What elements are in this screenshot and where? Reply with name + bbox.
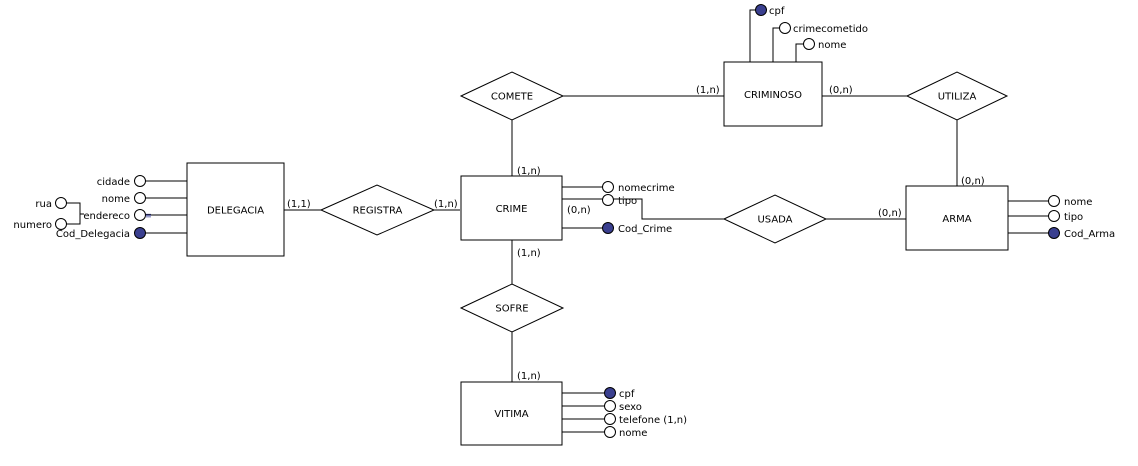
entity-delegacia-label: DELEGACIA [207, 206, 264, 217]
attribute-label-nome-vitima: nome [619, 428, 647, 439]
entity-arma-label: ARMA [942, 214, 971, 225]
entity-arma-box[interactable] [905, 185, 1009, 251]
attribute-circle-rua[interactable] [55, 197, 67, 209]
attribute-label-numero: numero [13, 220, 52, 231]
attribute-label-telefone: telefone (1,n) [619, 415, 687, 426]
relationship-utiliza-label: UTILIZA [938, 92, 977, 103]
attribute-circle-crimecometido[interactable] [779, 22, 791, 34]
attribute-circle-nome-arma[interactable] [1048, 195, 1060, 207]
attribute-key-cod-delegacia[interactable] [134, 227, 146, 239]
attribute-label-sexo: sexo [619, 402, 642, 413]
line-attr-crimecometido [772, 27, 780, 62]
entity-crime-box[interactable] [460, 175, 563, 241]
entity-criminoso[interactable]: CRIMINOSO [723, 61, 823, 127]
cardinality-crime-comete: (1,n) [517, 166, 541, 177]
cardinality-vitima-sofre: (1,n) [517, 371, 541, 382]
attribute-circle-telefone[interactable] [604, 413, 616, 425]
entity-criminoso-label: CRIMINOSO [744, 90, 802, 101]
attribute-label-nome-arma: nome [1064, 197, 1092, 208]
entity-crime[interactable]: CRIME [460, 175, 563, 241]
attribute-circle-tipo-arma[interactable] [1048, 210, 1060, 222]
attribute-circle-endereco[interactable] [134, 209, 146, 221]
entity-delegacia-box[interactable] [186, 162, 285, 257]
attribute-label-cod-crime: Cod_Crime [618, 224, 672, 235]
attribute-label-cpf-criminoso: cpf [769, 6, 785, 17]
cardinality-arma-utiliza: (0,n) [961, 176, 985, 187]
relationship-utiliza[interactable]: UTILIZA [905, 71, 1009, 121]
attribute-label-cod-delegacia: Cod_Delegacia [56, 229, 130, 240]
relationship-comete-diamond[interactable] [459, 71, 565, 121]
attribute-circle-numero[interactable] [55, 218, 67, 230]
attribute-label-rua: rua [35, 199, 52, 210]
cardinality-crime-sofre: (1,n) [517, 248, 541, 259]
entity-delegacia[interactable]: DELEGACIA [186, 162, 285, 257]
relationship-registra-label: REGISTRA [353, 206, 403, 217]
attributes-crime: nomecrime tipo Cod_Crime [602, 181, 675, 235]
attributes-vitima: cpf sexo telefone (1,n) nome [604, 387, 687, 439]
attribute-label-cod-arma: Cod_Arma [1064, 229, 1115, 240]
attribute-circle-tipo-crime[interactable] [602, 194, 614, 206]
cardinality-labels: (1,1) (1,n) (1,n) (1,n) (0,n) (0,n) (0,n… [287, 85, 985, 382]
attribute-circle-sexo[interactable] [604, 400, 616, 412]
cardinality-delegacia-registra: (1,1) [287, 199, 311, 210]
attributes-criminoso: cpf crimecometido nome [755, 4, 868, 51]
cardinality-crime-usada: (0,n) [567, 205, 591, 216]
attribute-key-cpf-criminoso[interactable] [755, 4, 767, 16]
relationship-usada[interactable]: USADA [722, 194, 828, 244]
entity-criminoso-box[interactable] [723, 61, 823, 127]
entity-crime-label: CRIME [496, 204, 528, 215]
cardinality-criminoso-utiliza: (0,n) [829, 85, 853, 96]
relationship-utiliza-diamond[interactable] [905, 71, 1009, 121]
entity-arma[interactable]: ARMA [905, 185, 1009, 251]
attribute-multivalue-mark: ≡ [145, 211, 152, 220]
attributes-delegacia: cidade nome endereco ≡ Cod_Delegacia rua… [13, 175, 152, 240]
relationship-comete-label: COMETE [491, 92, 533, 103]
attribute-label-crimecometido: crimecometido [793, 24, 868, 35]
relationship-registra[interactable]: REGISTRA [319, 184, 436, 236]
cardinality-crime-registra: (1,n) [434, 199, 458, 210]
attributes-arma: nome tipo Cod_Arma [1048, 195, 1115, 240]
attribute-circle-nomecrime[interactable] [602, 181, 614, 193]
attribute-label-endereco: endereco [83, 211, 130, 222]
entity-vitima[interactable]: VITIMA [460, 381, 563, 446]
attribute-label-tipo-crime: tipo [618, 196, 637, 207]
attribute-circle-nome-delegacia[interactable] [134, 192, 146, 204]
attribute-key-cod-crime[interactable] [602, 222, 614, 234]
relationship-comete[interactable]: COMETE [459, 71, 565, 121]
relationship-usada-diamond[interactable] [722, 194, 828, 244]
attribute-circle-cidade[interactable] [134, 175, 146, 187]
line-composite-endereco [66, 202, 81, 225]
cardinality-arma-usada: (0,n) [878, 208, 902, 219]
line-attr-nome-criminoso [795, 43, 803, 62]
line-crime-usada [562, 198, 724, 220]
relationship-registra-diamond[interactable] [319, 184, 436, 236]
connector-lines [66, 9, 1048, 433]
relationship-usada-label: USADA [757, 215, 792, 226]
entity-vitima-box[interactable] [460, 381, 563, 446]
attribute-circle-nome-vitima[interactable] [604, 426, 616, 438]
attribute-key-cpf-vitima[interactable] [604, 387, 616, 399]
relationship-sofre-diamond[interactable] [459, 283, 565, 333]
relationship-sofre[interactable]: SOFRE [459, 283, 565, 333]
attribute-key-cod-arma[interactable] [1048, 227, 1060, 239]
attribute-label-nomecrime: nomecrime [618, 183, 675, 194]
relationship-sofre-label: SOFRE [495, 304, 528, 315]
entity-vitima-label: VITIMA [494, 409, 528, 420]
line-attr-cpf-criminoso [749, 9, 757, 62]
attribute-label-nome-criminoso: nome [818, 40, 846, 51]
attribute-label-cpf-vitima: cpf [619, 389, 635, 400]
attribute-label-cidade: cidade [97, 177, 130, 188]
cardinality-criminoso-comete: (1,n) [696, 85, 720, 96]
attribute-label-nome-delegacia: nome [102, 194, 130, 205]
attribute-label-tipo-arma: tipo [1064, 212, 1083, 223]
attribute-circle-nome-criminoso[interactable] [803, 38, 815, 50]
